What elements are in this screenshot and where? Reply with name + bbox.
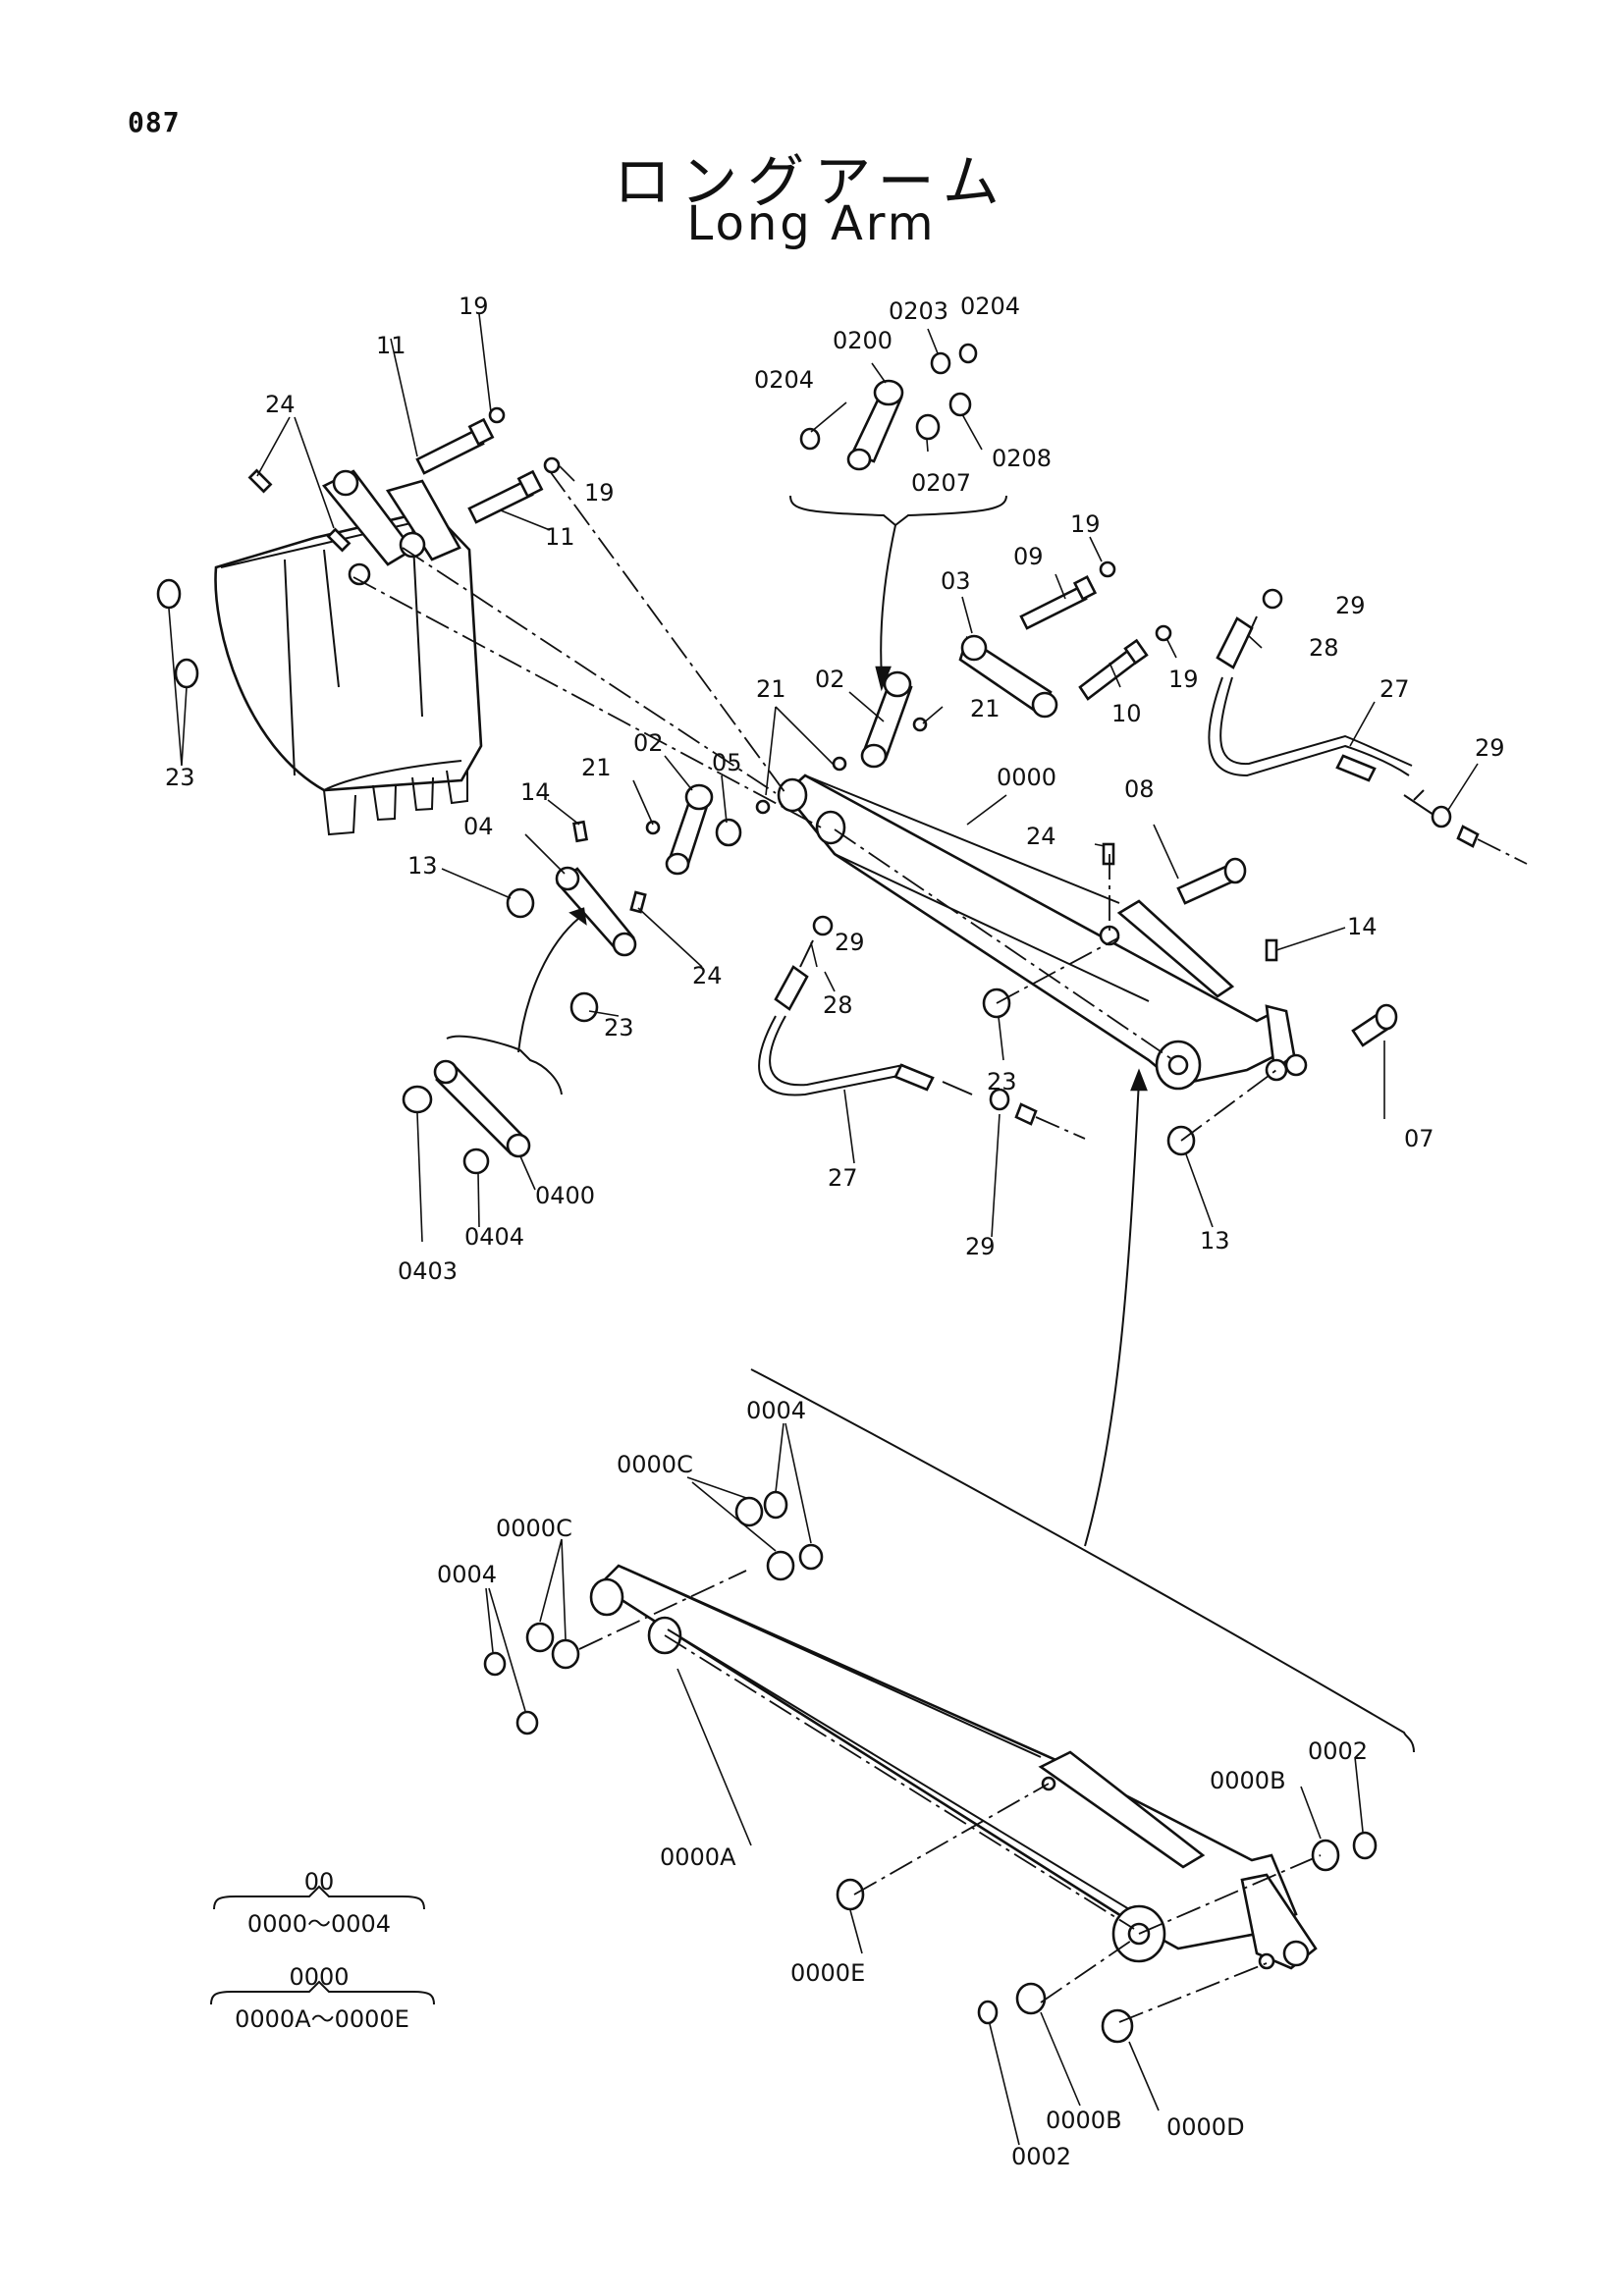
callout-0000: 0000 [997,764,1056,791]
callout-0208: 0208 [992,445,1052,472]
callout-0000A: 0000A [660,1843,736,1871]
callout-02: 02 [633,729,664,757]
callout-11: 11 [376,332,406,359]
callout-08: 08 [1124,775,1155,803]
title-english: Long Arm [686,196,937,251]
link-0400-detail [402,907,587,1175]
callout-0000E: 0000E [790,1959,865,1987]
callout-13: 13 [1200,1227,1230,1255]
callout-29: 29 [1335,592,1366,619]
callout-29: 29 [965,1233,996,1260]
callout-14: 14 [1347,913,1378,940]
callout-0004: 0004 [746,1397,806,1424]
callout-19: 19 [459,293,489,320]
callout-0000B: 0000B [1046,2107,1122,2134]
link-02-03-group [755,561,1172,815]
callout-03: 03 [941,567,971,595]
callout-11: 11 [545,523,575,551]
callout-0004: 0004 [437,1561,497,1588]
long-arm-upper [777,774,1308,1091]
long-arm-exploded [589,1564,1318,1970]
legend-group1-range: 0000～0004 [247,1910,391,1938]
callout-0000C: 0000C [617,1451,693,1478]
legend-group2-range: 0000A～0000E [235,2005,409,2033]
callout-28: 28 [823,991,853,1019]
assembly-legend: 00 0000～0004 0000 0000A～0000E [210,1868,435,2033]
callout-19: 19 [1168,666,1199,693]
callout-24: 24 [1026,823,1056,850]
leader-lines [168,313,1479,2146]
callout-0000B: 0000B [1210,1767,1286,1794]
callout-0204: 0204 [960,293,1020,320]
callout-24: 24 [692,962,723,989]
callout-23: 23 [987,1068,1017,1095]
callout-27: 27 [828,1164,858,1192]
callout-0200: 0200 [833,327,893,354]
callout-0400: 0400 [535,1182,595,1209]
callout-29: 29 [1475,734,1505,762]
callout-0000C: 0000C [496,1515,572,1542]
callout-0002: 0002 [1011,2143,1071,2170]
link-04-group [555,783,742,957]
bucket-assembly [214,469,483,836]
detail-arrow [750,1068,1415,1753]
title-japanese: ロングアーム [614,148,1009,215]
callout-13: 13 [407,852,438,880]
callout-28: 28 [1309,634,1339,662]
callout-29: 29 [835,929,865,956]
page-number: 087 [128,106,181,138]
hose-27-upper [1208,588,1528,865]
callout-0207: 0207 [911,469,971,497]
callout-23: 23 [165,764,195,791]
callout-0204: 0204 [754,366,814,394]
part-callouts: 19 11 24 19 11 23 0203 0204 0200 0204 02… [165,293,1505,2170]
callout-24: 24 [265,391,296,418]
callout-0203: 0203 [889,297,948,325]
callout-14: 14 [520,778,551,806]
callout-04: 04 [463,813,494,840]
legend-group2-label: 0000 [289,1963,349,1991]
callout-23: 23 [604,1014,634,1041]
callout-05: 05 [712,749,742,776]
callout-21: 21 [970,695,1001,722]
callout-0000D: 0000D [1166,2113,1245,2141]
callout-0403: 0403 [398,1257,458,1285]
callout-02: 02 [815,666,845,693]
callout-07: 07 [1404,1125,1434,1152]
callout-19: 19 [584,479,615,507]
callout-19: 19 [1070,510,1101,538]
callout-27: 27 [1380,675,1410,703]
assembly-centerlines [352,470,1277,1142]
legend-group1-label: 00 [304,1868,335,1896]
hose-27-lower [758,915,1086,1140]
callout-09: 09 [1013,543,1044,570]
lower-bushings [483,1490,1378,2044]
callout-0002: 0002 [1308,1737,1368,1765]
link-0200-detail [789,343,1007,692]
callout-21: 21 [581,754,612,781]
bucket-pins [156,406,561,689]
callout-10: 10 [1111,700,1142,727]
callout-0404: 0404 [464,1223,524,1251]
callout-21: 21 [756,675,786,703]
